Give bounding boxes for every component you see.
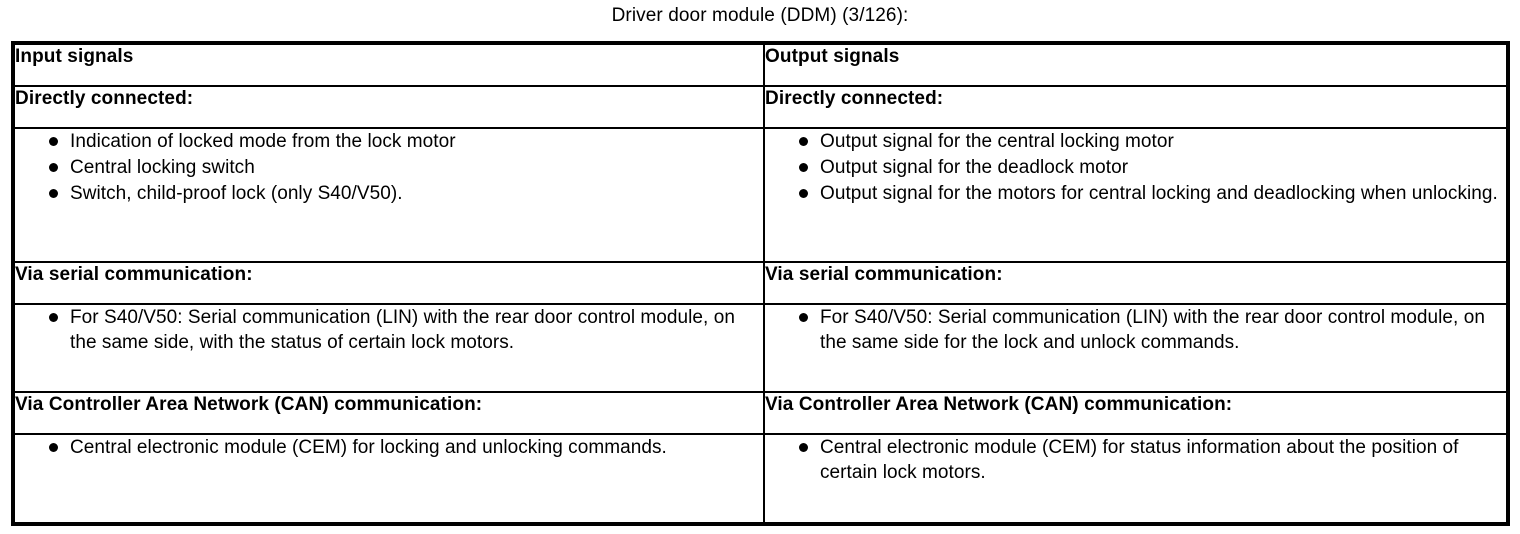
subheader-directly-connected-input: Directly connected: [15,88,194,110]
column-header-output-signals-cell: Output signals [763,43,1508,88]
list-item-label: Switch, child-proof lock (only S40/V50). [70,183,403,205]
subheader-can-input: Via Controller Area Network (CAN) commun… [15,394,483,416]
table-row-serial-subheader: Via serial communication: Via serial com… [13,260,1508,305]
subheader-directly-connected-output-cell: Directly connected: [763,85,1508,130]
bullet-icon [799,137,808,147]
list-item: Indication of locked mode from the lock … [15,129,763,154]
subheader-directly-connected-input-cell: Directly connected: [13,85,765,130]
bullet-icon [799,312,808,322]
list-item: For S40/V50: Serial communication (LIN) … [765,305,1506,355]
list-item: Central electronic module (CEM) for stat… [765,435,1506,485]
table-row-directly-connected-items: Indication of locked mode from the lock … [13,127,1508,263]
list-item: Central locking switch [15,155,763,180]
list-item-label: Central electronic module (CEM) for lock… [70,436,667,458]
list-item-label: Central locking switch [70,157,255,179]
bullet-icon [49,137,58,147]
list-item: Switch, child-proof lock (only S40/V50). [15,181,763,206]
list-directly-connected-input-cell: Indication of locked mode from the lock … [13,127,765,263]
list-serial-output: For S40/V50: Serial communication (LIN) … [765,305,1506,355]
list-item-label: Output signal for the central locking mo… [820,131,1174,153]
list-item: For S40/V50: Serial communication (LIN) … [15,305,763,355]
subheader-can-output: Via Controller Area Network (CAN) commun… [765,394,1233,416]
list-can-input-cell: Central electronic module (CEM) for lock… [13,432,765,524]
list-item: Output signal for the central locking mo… [765,129,1506,154]
list-item-label: Indication of locked mode from the lock … [70,131,456,153]
bullet-icon [799,442,808,452]
column-header-input-signals: Input signals [15,46,134,67]
bullet-icon [799,189,808,199]
list-serial-output-cell: For S40/V50: Serial communication (LIN) … [763,302,1508,394]
table-row-can-subheader: Via Controller Area Network (CAN) commun… [13,391,1508,435]
bullet-icon [799,163,808,173]
list-item: Output signal for the deadlock motor [765,155,1506,180]
column-header-output-signals: Output signals [765,46,900,67]
list-item-label: Output signal for the motors for central… [820,183,1498,205]
signals-table: Input signals Output signals Directly co… [11,41,1510,526]
list-serial-input: For S40/V50: Serial communication (LIN) … [15,305,763,355]
list-can-output: Central electronic module (CEM) for stat… [765,435,1506,485]
list-item-label: For S40/V50: Serial communication (LIN) … [70,306,735,353]
list-serial-input-cell: For S40/V50: Serial communication (LIN) … [13,302,765,394]
subheader-serial-output-cell: Via serial communication: [763,260,1508,305]
column-header-input-signals-cell: Input signals [13,43,765,88]
list-item-label: Central electronic module (CEM) for stat… [820,436,1459,483]
subheader-can-output-cell: Via Controller Area Network (CAN) commun… [763,391,1508,435]
subheader-directly-connected-output: Directly connected: [765,88,944,110]
subheader-serial-input-cell: Via serial communication: [13,260,765,305]
list-directly-connected-input: Indication of locked mode from the lock … [15,129,763,206]
list-directly-connected-output: Output signal for the central locking mo… [765,129,1506,206]
list-directly-connected-output-cell: Output signal for the central locking mo… [763,127,1508,263]
list-can-output-cell: Central electronic module (CEM) for stat… [763,432,1508,524]
list-item-label: For S40/V50: Serial communication (LIN) … [820,306,1485,353]
list-item-label: Output signal for the deadlock motor [820,157,1129,179]
table-row-can-items: Central electronic module (CEM) for lock… [13,432,1508,524]
table-row-directly-connected-subheader: Directly connected: Directly connected: [13,85,1508,130]
table-row-serial-items: For S40/V50: Serial communication (LIN) … [13,302,1508,394]
page-title: Driver door module (DDM) (3/126): [611,5,909,26]
bullet-icon [49,442,58,452]
bullet-icon [49,163,58,173]
table-row-column-headers: Input signals Output signals [13,43,1508,88]
subheader-serial-input: Via serial communication: [15,263,253,285]
bullet-icon [49,189,58,199]
bullet-icon [49,312,58,322]
list-item: Output signal for the motors for central… [765,181,1506,206]
subheader-can-input-cell: Via Controller Area Network (CAN) commun… [13,391,765,435]
subheader-serial-output: Via serial communication: [765,263,1003,285]
list-item: Central electronic module (CEM) for lock… [15,435,763,460]
list-can-input: Central electronic module (CEM) for lock… [15,435,763,460]
